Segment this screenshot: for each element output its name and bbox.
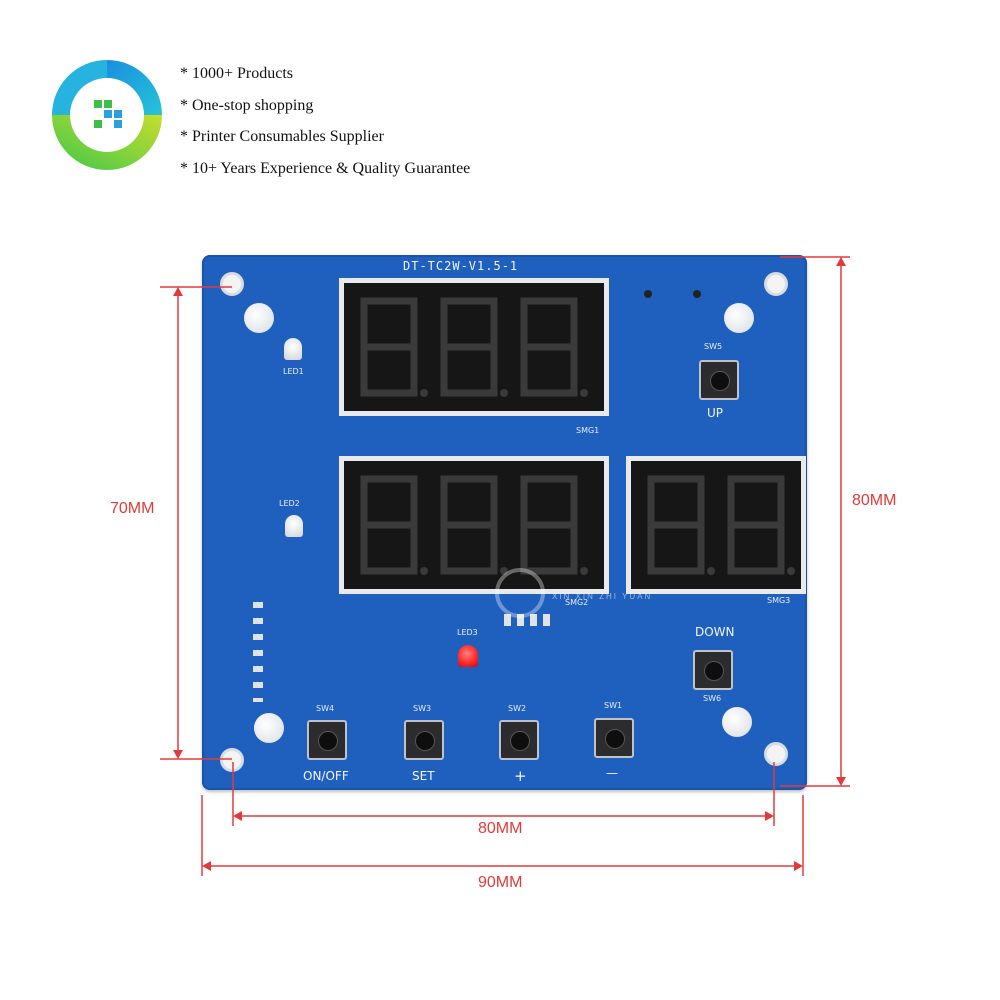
watermark-text: XIN XIN ZHI YUAN xyxy=(552,592,653,601)
led3-label: LED3 xyxy=(457,628,478,637)
switch-cap xyxy=(710,371,730,391)
standoff-screw xyxy=(722,707,752,737)
feature-list: * 1000+ Products * One-stop shopping * P… xyxy=(180,58,470,184)
display-label-smg1: SMG1 xyxy=(576,426,600,435)
mounting-hole xyxy=(220,272,244,296)
dimension-left-label: 70MM xyxy=(110,500,155,517)
seven-segment-digits xyxy=(631,461,801,589)
down-label: DOWN xyxy=(695,625,735,639)
switch-sw2-plus[interactable] xyxy=(499,720,539,760)
mounting-hole xyxy=(764,272,788,296)
up-label: UP xyxy=(707,406,724,420)
standoff-screw xyxy=(724,303,754,333)
display-label-smg2: SMG2 xyxy=(565,598,589,607)
switch-sw3-set[interactable] xyxy=(404,720,444,760)
test-pad xyxy=(693,290,701,298)
feature-item: * 1000+ Products xyxy=(180,65,294,82)
onoff-label: ON/OFF xyxy=(303,769,349,783)
display-smg2 xyxy=(339,456,609,594)
sw4-label: SW4 xyxy=(316,704,335,713)
switch-cap xyxy=(318,731,338,751)
pin-header xyxy=(253,602,263,702)
switch-sw6-down[interactable] xyxy=(693,650,733,690)
dimension-inner-width-label: 80MM xyxy=(478,820,523,837)
sw6-label: SW6 xyxy=(703,694,722,703)
switch-cap xyxy=(704,661,724,681)
switch-sw4-onoff[interactable] xyxy=(307,720,347,760)
seven-segment-digits xyxy=(344,461,604,589)
led1-label: LED1 xyxy=(283,367,304,376)
sw3-label: SW3 xyxy=(413,704,432,713)
seven-segment-digits xyxy=(344,283,604,411)
dimension-outer-width-label: 90MM xyxy=(478,874,523,891)
switch-sw1-minus[interactable] xyxy=(594,718,634,758)
led2 xyxy=(285,515,303,537)
switch-cap xyxy=(415,731,435,751)
sw1-label: SW1 xyxy=(604,701,623,710)
mounting-hole xyxy=(220,748,244,772)
feature-item: * Printer Consumables Supplier xyxy=(180,128,384,145)
mounting-hole xyxy=(764,742,788,766)
sw2-label: SW2 xyxy=(508,704,527,713)
plus-label: + xyxy=(514,767,527,785)
minus-label: — xyxy=(606,766,618,780)
standoff-screw xyxy=(254,713,284,743)
led3 xyxy=(458,645,478,667)
board-model-label: DT-TC2W-V1.5-1 xyxy=(403,259,519,273)
feature-item: * 10+ Years Experience & Quality Guarant… xyxy=(180,159,471,177)
switch-cap xyxy=(605,729,625,749)
led2-label: LED2 xyxy=(279,499,300,508)
switch-sw5-up[interactable] xyxy=(699,360,739,400)
sw5-label: SW5 xyxy=(704,342,723,351)
led1 xyxy=(284,338,302,360)
dimension-right-label: 80MM xyxy=(852,492,897,509)
display-label-smg3: SMG3 xyxy=(767,596,791,605)
test-pad xyxy=(644,290,652,298)
standoff-screw xyxy=(244,303,274,333)
display-smg1 xyxy=(339,278,609,416)
feature-item: * One-stop shopping xyxy=(180,96,314,114)
watermark-circle xyxy=(495,568,545,618)
set-label: SET xyxy=(412,769,435,783)
switch-cap xyxy=(510,731,530,751)
company-logo xyxy=(52,60,162,170)
display-smg3 xyxy=(626,456,806,594)
